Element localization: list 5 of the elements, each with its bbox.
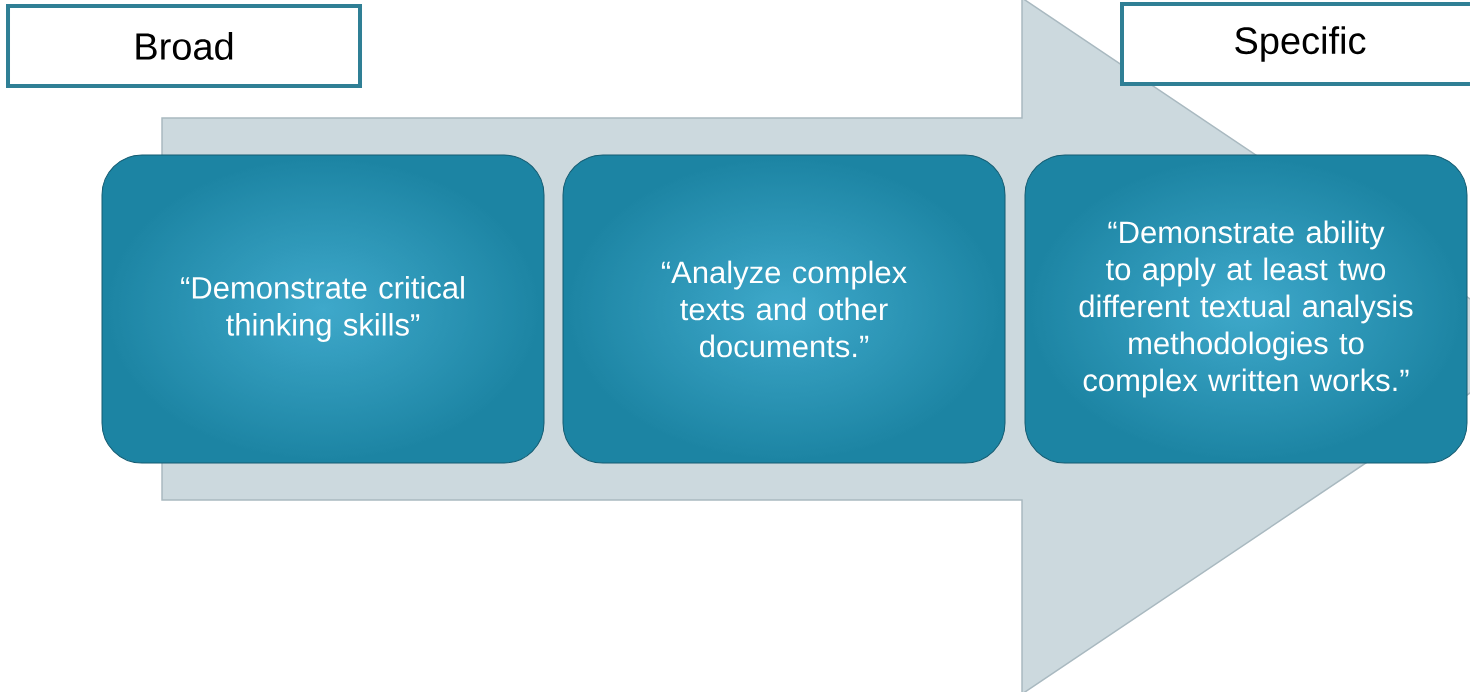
label-box: Specific [1120,2,1470,86]
rounded-box: “Analyze complex texts and other documents.” [562,154,1006,464]
rounded-box: “Demonstrate ability to apply at least two different textual analysis methodologies to complex written works.” [1024,154,1468,464]
label-box: Broad [6,4,362,88]
rounded-box: “Demonstrate critical thinking skills” [101,154,545,464]
